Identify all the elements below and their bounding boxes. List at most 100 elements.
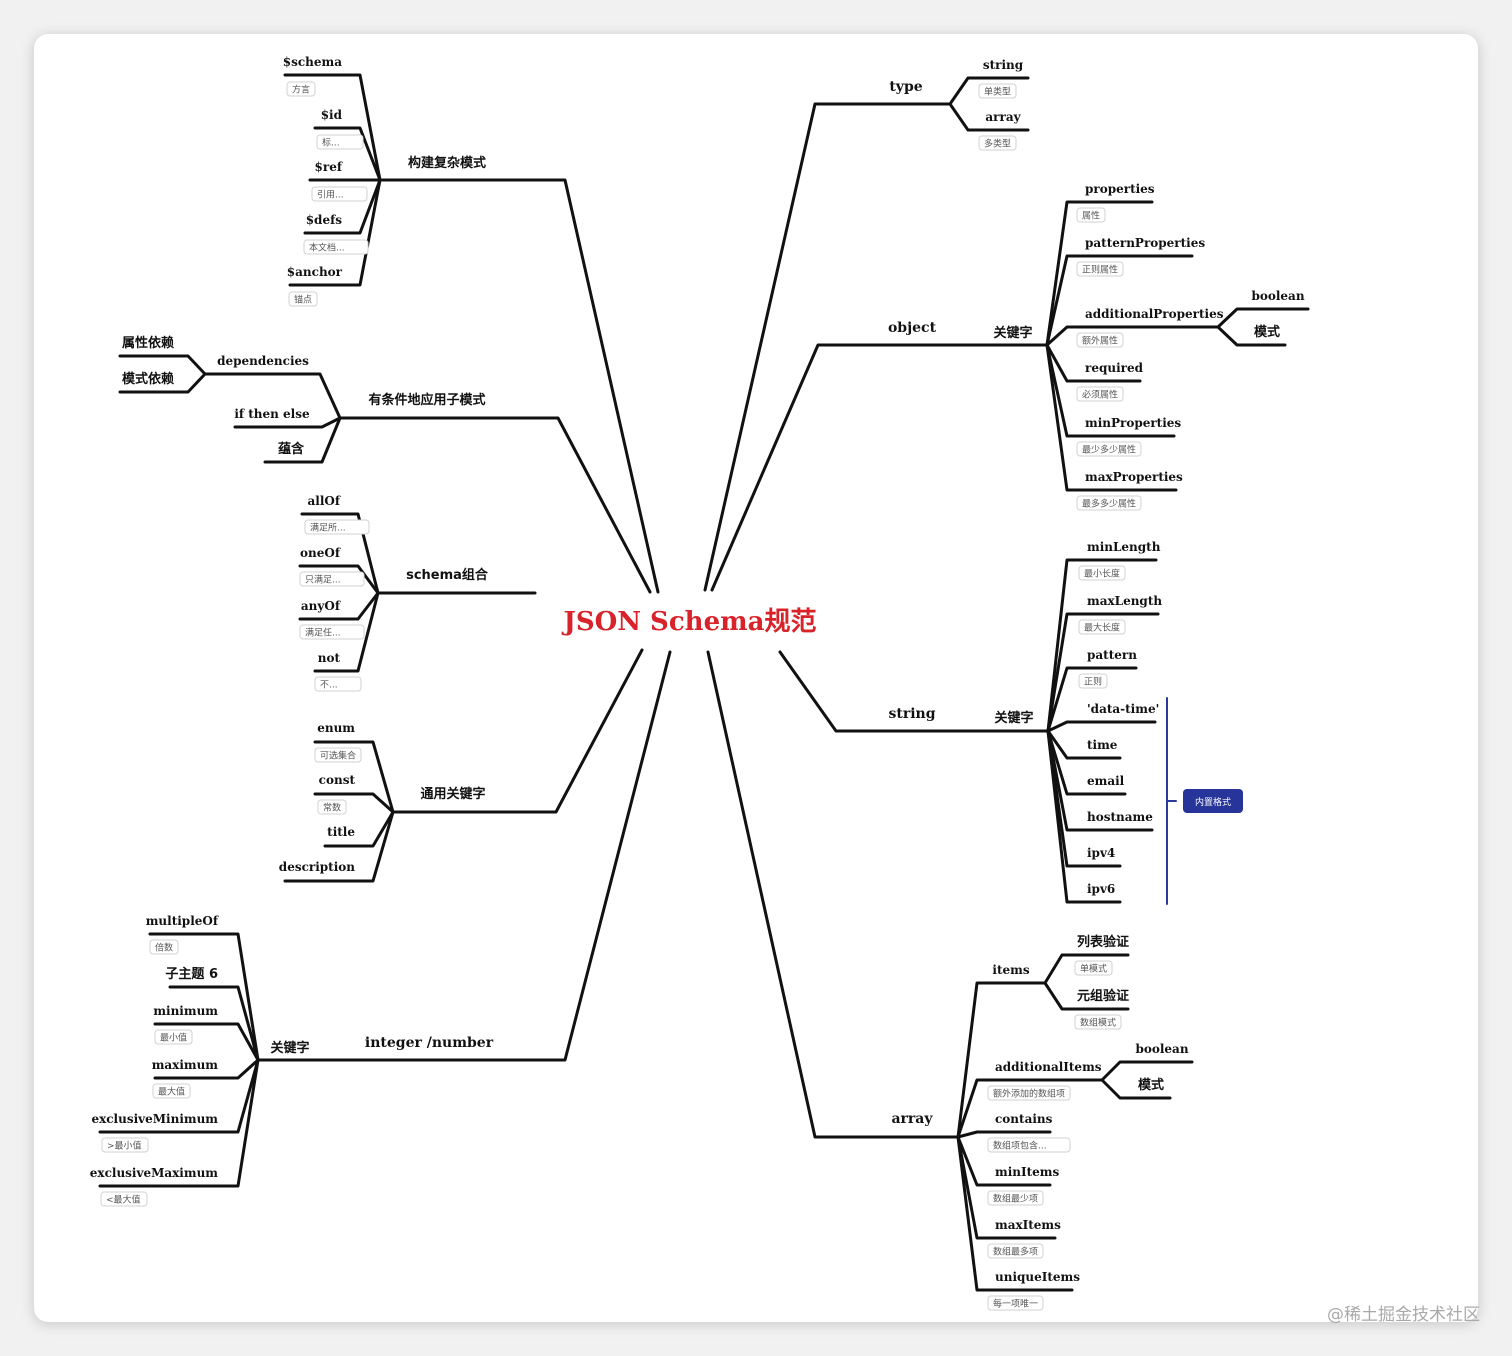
node-type-array: array: [985, 110, 1021, 124]
note-uniqueitems-box: [987, 1295, 1044, 1311]
edge-conditional: [338, 416, 652, 594]
topic-array: array: [891, 1111, 933, 1127]
note-minitems-box: [987, 1190, 1044, 1206]
format-badge-label: 内置格式: [1195, 796, 1231, 808]
note-id-box: [316, 134, 364, 150]
note-maxlength: 最大长度: [1084, 622, 1120, 634]
note-schema-box: [286, 81, 316, 97]
edge-data-time: [1046, 720, 1157, 733]
topic-build: 构建复杂模式: [408, 155, 486, 171]
edge-required: [1045, 343, 1142, 383]
note-type-string: 单类型: [984, 86, 1011, 98]
node-schema-dependency: 模式依赖: [122, 371, 174, 387]
node-6: 子主题 6: [165, 966, 218, 982]
note-additionalitems: 额外添加的数组项: [993, 1088, 1065, 1100]
note-not: 不...: [320, 680, 338, 691]
node-string-keyword: 关键字: [994, 710, 1033, 726]
node-not: not: [318, 651, 341, 665]
note-type-array: 多类型: [984, 138, 1011, 150]
edge-minimum: [153, 1022, 260, 1062]
edge-string: [778, 650, 1050, 733]
note-exclusivemaximum-box: [100, 1191, 148, 1207]
node-uniqueitems: uniqueItems: [995, 1270, 1080, 1284]
topic-string: string: [888, 706, 935, 722]
note-multipleof-box: [149, 939, 179, 955]
topic-general: 通用关键字: [420, 786, 485, 802]
node-additionalitems: additionalItems: [995, 1060, 1102, 1074]
note-items-0-box: [1074, 960, 1113, 976]
node-time: time: [1087, 738, 1118, 752]
note-multipleof: 倍数: [155, 942, 173, 954]
node-patternproperties: patternProperties: [1085, 236, 1205, 250]
node-required: required: [1085, 361, 1144, 375]
edge-patternproperties: [1045, 254, 1194, 347]
node-schema: $schema: [283, 55, 342, 69]
note-contains: 数组项包含...: [993, 1140, 1047, 1152]
note-anyof-box: [299, 624, 365, 640]
topic-object: object: [888, 320, 937, 336]
note-defs-box: [303, 239, 369, 255]
note-additionalproperties-box: [1076, 332, 1124, 348]
node-enum: enum: [317, 721, 355, 735]
edge-build: [378, 178, 660, 594]
node-minproperties: minProperties: [1085, 416, 1181, 430]
node-dependencies: dependencies: [217, 354, 309, 368]
note-exclusiveminimum: >最小值: [107, 1140, 142, 1152]
note-minitems: 数组最少项: [993, 1193, 1038, 1205]
edge-not: [313, 591, 380, 673]
edge-maxlength: [1046, 612, 1160, 733]
edge-additional-items-children: [1100, 1060, 1194, 1100]
note-maxproperties-box: [1076, 495, 1142, 511]
node-ref: $ref: [315, 160, 343, 174]
edge-id: [313, 126, 382, 182]
note-minimum: 最小值: [160, 1032, 187, 1044]
note-uniqueitems: 每一项唯一: [993, 1298, 1038, 1310]
note-enum-box: [314, 747, 362, 763]
mindmap-canvas: [34, 34, 1478, 1322]
node-maxitems: maxItems: [995, 1218, 1061, 1232]
note-enum: 可选集合: [320, 750, 356, 762]
note-id: 标...: [322, 137, 340, 149]
node-property-dependency: 属性依赖: [122, 335, 174, 351]
node-maximum: maximum: [152, 1058, 219, 1072]
edge-anchor: [288, 178, 382, 287]
note-pattern: 正则: [1084, 676, 1102, 688]
note-items-1-box: [1074, 1014, 1122, 1030]
edge-items: [956, 981, 1047, 1139]
edge-multipleof: [148, 932, 260, 1062]
note-items-1: 数组模式: [1080, 1017, 1116, 1029]
note-anchor: 锚点: [294, 294, 312, 306]
note-exclusivemaximum: <最大值: [106, 1194, 141, 1206]
node-if-then-else: if then else: [234, 407, 310, 421]
edge-oneof: [298, 564, 380, 595]
node-hostname: hostname: [1087, 810, 1153, 824]
node-multipleof: multipleOf: [146, 914, 219, 928]
note-not-box: [314, 676, 362, 692]
edge-type: [703, 102, 952, 592]
note-maxitems-box: [987, 1243, 1044, 1259]
edge-schema: [283, 73, 382, 182]
note-items-0: 单模式: [1080, 963, 1107, 975]
note-patternproperties-box: [1076, 261, 1124, 277]
topic-number: integer /number: [365, 1035, 494, 1051]
edge-minitems: [956, 1135, 1052, 1187]
note-const: 常数: [323, 802, 341, 814]
topic-type: type: [889, 79, 922, 95]
node-object-keyword: 关键字: [993, 325, 1032, 341]
edge-uniqueitems: [956, 1135, 1074, 1292]
note-type-array-box: [978, 135, 1017, 151]
note-type-string-box: [978, 83, 1017, 99]
note-maximum: 最大值: [158, 1086, 185, 1098]
node-properties: properties: [1085, 182, 1155, 196]
node-pattern: pattern: [1087, 648, 1137, 662]
node-anchor: $anchor: [287, 265, 343, 279]
note-ref-box: [311, 186, 368, 202]
node-exclusiveminimum: exclusiveMinimum: [91, 1112, 218, 1126]
note-minproperties-box: [1076, 441, 1142, 457]
note-allof-box: [304, 519, 370, 535]
topic-conditional: 有条件地应用子模式: [368, 392, 485, 408]
node-maxproperties: maxProperties: [1085, 470, 1183, 484]
note-minimum-box: [154, 1029, 193, 1045]
edge-const: [313, 792, 395, 814]
edge-time: [1046, 729, 1122, 760]
